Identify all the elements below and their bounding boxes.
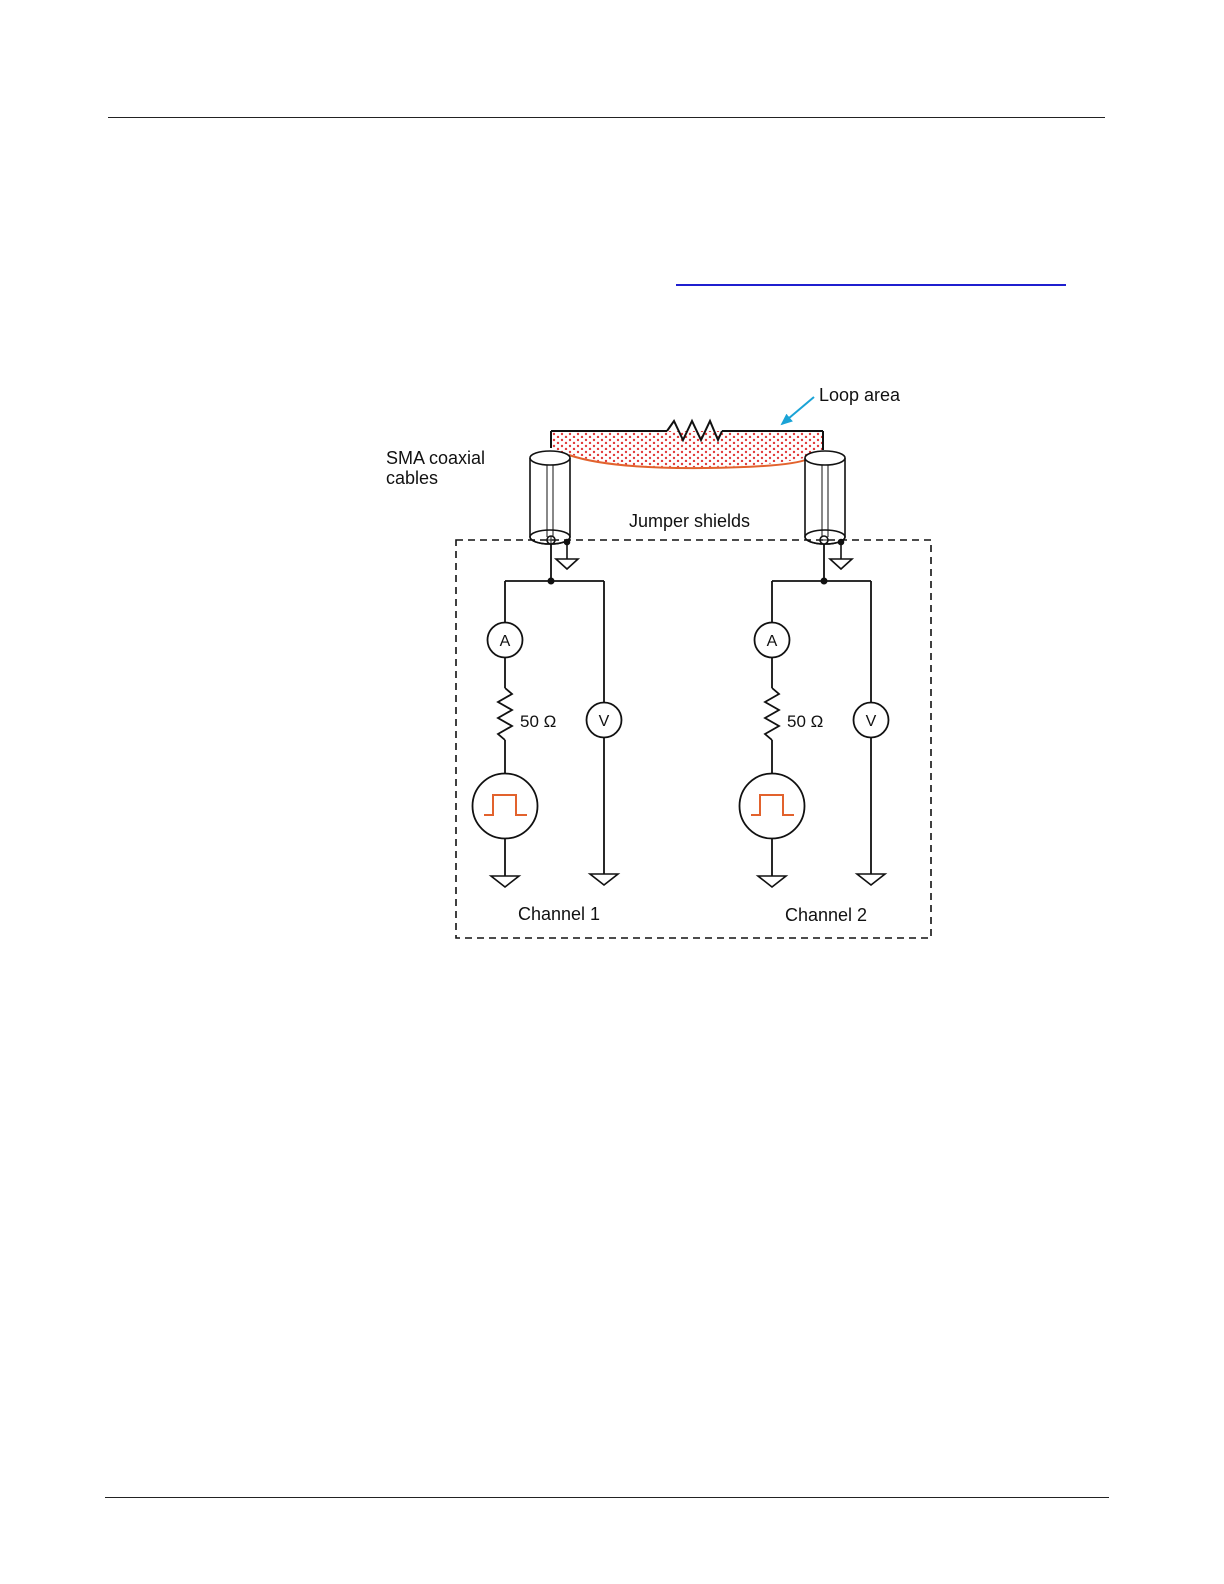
- channel2-source-ground: [758, 876, 786, 887]
- channel2-ammeter-label: A: [767, 633, 778, 650]
- sma-cables-label-line1: SMA coaxial: [386, 448, 485, 468]
- instrument-enclosure: [456, 540, 931, 938]
- channel1-node: [548, 578, 555, 585]
- jumper-shields-label: Jumper shields: [629, 511, 750, 531]
- channel1-ammeter-label: A: [500, 633, 511, 650]
- coax-cable-right: [805, 451, 845, 545]
- channel1-source-ground: [491, 876, 519, 887]
- loop-area-label: Loop area: [819, 385, 901, 405]
- channel2-voltmeter-label: V: [866, 713, 877, 730]
- shield-ground-left: [556, 542, 578, 569]
- loop-area-arrow: [782, 397, 814, 424]
- channel2-resistor-label: 50 Ω: [787, 712, 823, 731]
- shield-ground-right: [830, 542, 852, 569]
- channel1-label: Channel 1: [518, 904, 600, 924]
- channel2-sense-ground: [857, 874, 885, 885]
- channel1-voltmeter-label: V: [599, 713, 610, 730]
- channel2-resistor: [765, 688, 779, 740]
- channel1-resistor-label: 50 Ω: [520, 712, 556, 731]
- coax-cable-left: [530, 451, 570, 545]
- channel1-sense-ground: [590, 874, 618, 885]
- channel2-pulse-source: [740, 774, 805, 839]
- channel2-label: Channel 2: [785, 905, 867, 925]
- channel1-pulse-source: [473, 774, 538, 839]
- channel2-node: [821, 578, 828, 585]
- sma-cables-label-line2: cables: [386, 468, 438, 488]
- channel1-resistor: [498, 688, 512, 740]
